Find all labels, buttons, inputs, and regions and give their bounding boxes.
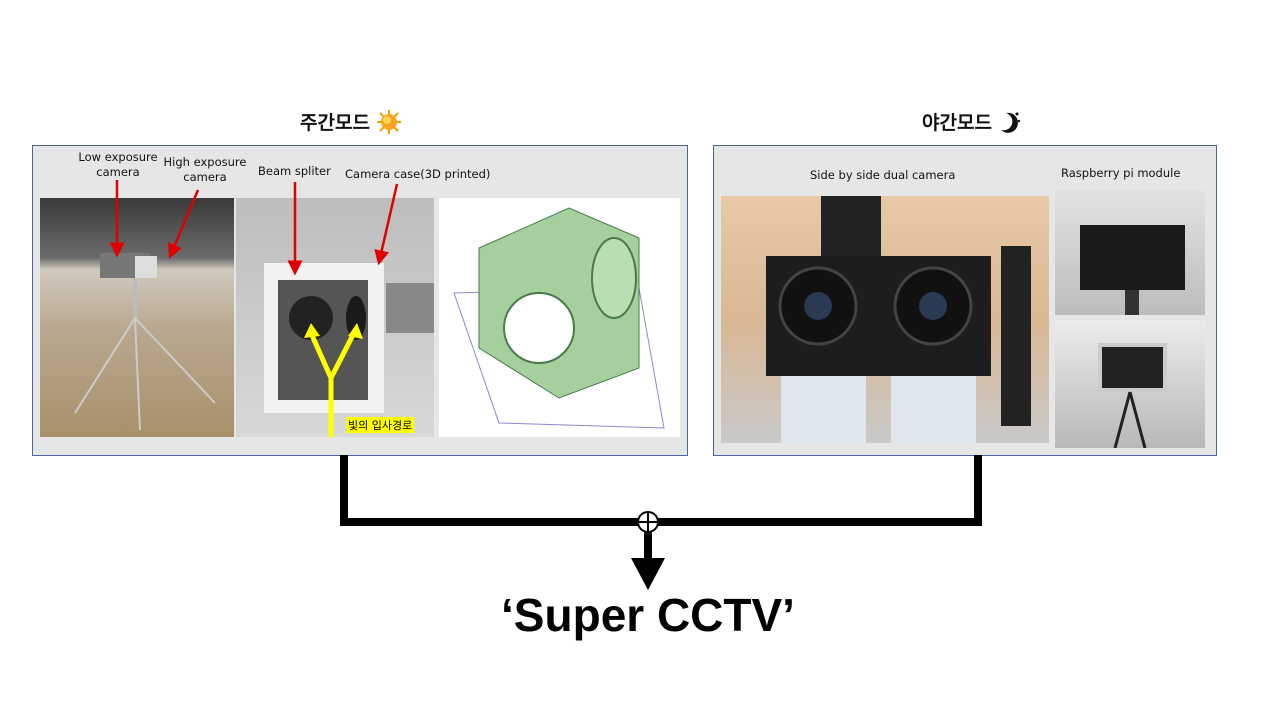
super-cctv-title: ‘Super CCTV’: [501, 589, 795, 641]
dual-camera-label: Side by side dual camera: [810, 168, 956, 182]
down-arrow-icon: [631, 558, 665, 590]
raspberry-pi-photo: [1055, 190, 1205, 315]
light-path-label: 빛의 입사경로: [346, 417, 415, 433]
dual-camera-photo: [721, 196, 1049, 443]
night-mode-title: 야간모드: [922, 108, 1022, 135]
raspberry-pi-display-photo: [1055, 320, 1205, 448]
beam-splitter-label: Beam spliter: [258, 164, 331, 178]
day-mode-title: 주간모드: [300, 108, 402, 135]
tripod-camera-photo: [40, 198, 234, 437]
beam-splitter-photo: 빛의 입사경로: [236, 198, 434, 437]
sun-icon: [376, 109, 401, 134]
raspberry-pi-label: Raspberry pi module: [1061, 166, 1181, 180]
high-exposure-camera-label: High exposure camera: [163, 155, 247, 184]
camera-case-label: Camera case(3D printed): [345, 167, 491, 181]
moon-icon: [1000, 112, 1021, 133]
day-mode-title-text: 주간모드: [300, 112, 370, 134]
camera-case-cad-render: [439, 198, 680, 437]
merge-line: [340, 455, 982, 526]
low-exposure-camera-label: Low exposure camera: [78, 150, 158, 179]
night-mode-title-text: 야간모드: [922, 112, 992, 134]
